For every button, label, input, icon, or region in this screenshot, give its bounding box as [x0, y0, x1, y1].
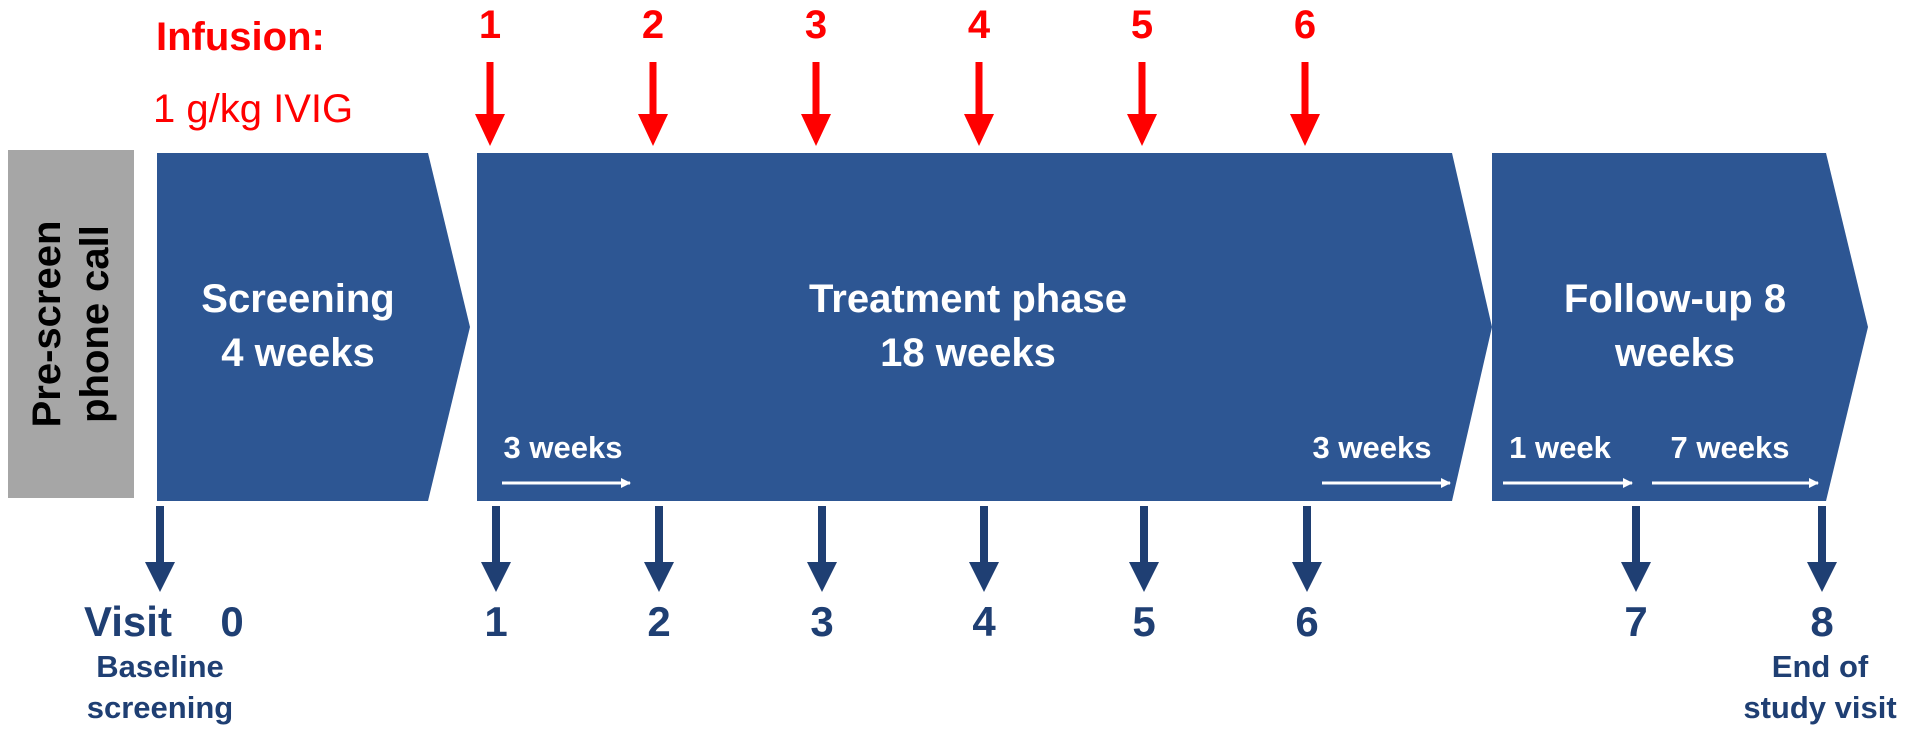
- infusion-arrow-head-5: [1127, 114, 1157, 146]
- visit-arrow-shaft-2: [655, 506, 663, 566]
- screening-title: Screening: [201, 277, 394, 321]
- visit-markers: 0 1 2 3 4 5 6 7 8: [145, 506, 1837, 645]
- visit-arrow-head-3: [807, 562, 837, 592]
- visit-arrow-head-4: [969, 562, 999, 592]
- visit-label: Visit: [84, 598, 172, 645]
- interval-label-treatment-end: 3 weeks: [1313, 430, 1432, 465]
- visit-number-6: 6: [1295, 598, 1318, 645]
- treatment-duration: 18 weeks: [880, 331, 1056, 375]
- infusion-arrow-shaft-2: [649, 62, 657, 118]
- visit-number-5: 5: [1132, 598, 1155, 645]
- infusion-arrow-shaft-4: [975, 62, 983, 118]
- visit-number-0: 0: [220, 598, 243, 645]
- visit-arrow-head-2: [644, 562, 674, 592]
- visit-arrow-shaft-1: [492, 506, 500, 566]
- prescreen-box: [8, 150, 134, 498]
- visit-arrow-shaft-3: [818, 506, 826, 566]
- prescreen-label-line2: phone call: [73, 225, 117, 423]
- visit-number-2: 2: [647, 598, 670, 645]
- infusion-number-5: 5: [1131, 3, 1153, 47]
- screening-duration: 4 weeks: [221, 331, 374, 375]
- visit-arrow-head-7: [1621, 562, 1651, 592]
- followup-phase-block: [1492, 153, 1868, 501]
- infusion-markers: 1 2 3 4 5 6: [475, 3, 1320, 146]
- visit-number-7: 7: [1624, 598, 1647, 645]
- visit-arrow-head-5: [1129, 562, 1159, 592]
- visit-arrow-shaft-7: [1632, 506, 1640, 566]
- followup-duration: weeks: [1614, 331, 1735, 375]
- interval-label-followup-first: 1 week: [1509, 430, 1611, 465]
- visit-arrow-head-8: [1807, 562, 1837, 592]
- visit-arrow-shaft-6: [1303, 506, 1311, 566]
- infusion-number-6: 6: [1294, 3, 1316, 47]
- visit-arrow-shaft-4: [980, 506, 988, 566]
- visit-number-3: 3: [810, 598, 833, 645]
- infusion-arrow-head-4: [964, 114, 994, 146]
- infusion-arrow-head-6: [1290, 114, 1320, 146]
- end-label-line1: End of: [1772, 649, 1869, 684]
- visit-number-8: 8: [1810, 598, 1833, 645]
- infusion-number-4: 4: [968, 3, 991, 47]
- treatment-phase-block: [477, 153, 1492, 501]
- infusion-number-2: 2: [642, 3, 664, 47]
- visit-number-1: 1: [484, 598, 507, 645]
- visit-arrow-head-1: [481, 562, 511, 592]
- infusion-arrow-shaft-3: [812, 62, 820, 118]
- treatment-title: Treatment phase: [809, 277, 1127, 321]
- visit-arrow-head-6: [1292, 562, 1322, 592]
- infusion-arrow-shaft-5: [1138, 62, 1146, 118]
- screening-phase-block: [157, 153, 470, 501]
- infusion-arrow-head-2: [638, 114, 668, 146]
- infusion-arrow-head-1: [475, 114, 505, 146]
- visit-arrow-shaft-0: [156, 506, 164, 566]
- visit-arrow-shaft-5: [1140, 506, 1148, 566]
- visit-arrow-head-0: [145, 562, 175, 592]
- infusion-number-1: 1: [479, 3, 501, 47]
- interval-label-followup-second: 7 weeks: [1671, 430, 1790, 465]
- interval-label-treatment-start: 3 weeks: [504, 430, 623, 465]
- infusion-title: Infusion:: [156, 15, 325, 59]
- infusion-arrow-head-3: [801, 114, 831, 146]
- visit-arrow-shaft-8: [1818, 506, 1826, 566]
- followup-title: Follow-up 8: [1564, 277, 1786, 321]
- infusion-arrow-shaft-6: [1301, 62, 1309, 118]
- visit-number-4: 4: [972, 598, 996, 645]
- infusion-arrow-shaft-1: [486, 62, 494, 118]
- infusion-number-3: 3: [805, 3, 827, 47]
- prescreen-label-line1: Pre-screen: [25, 221, 69, 428]
- end-label-line2: study visit: [1743, 690, 1896, 725]
- infusion-dose: 1 g/kg IVIG: [153, 87, 353, 131]
- baseline-label-line2: screening: [87, 690, 233, 725]
- baseline-label-line1: Baseline: [96, 649, 224, 684]
